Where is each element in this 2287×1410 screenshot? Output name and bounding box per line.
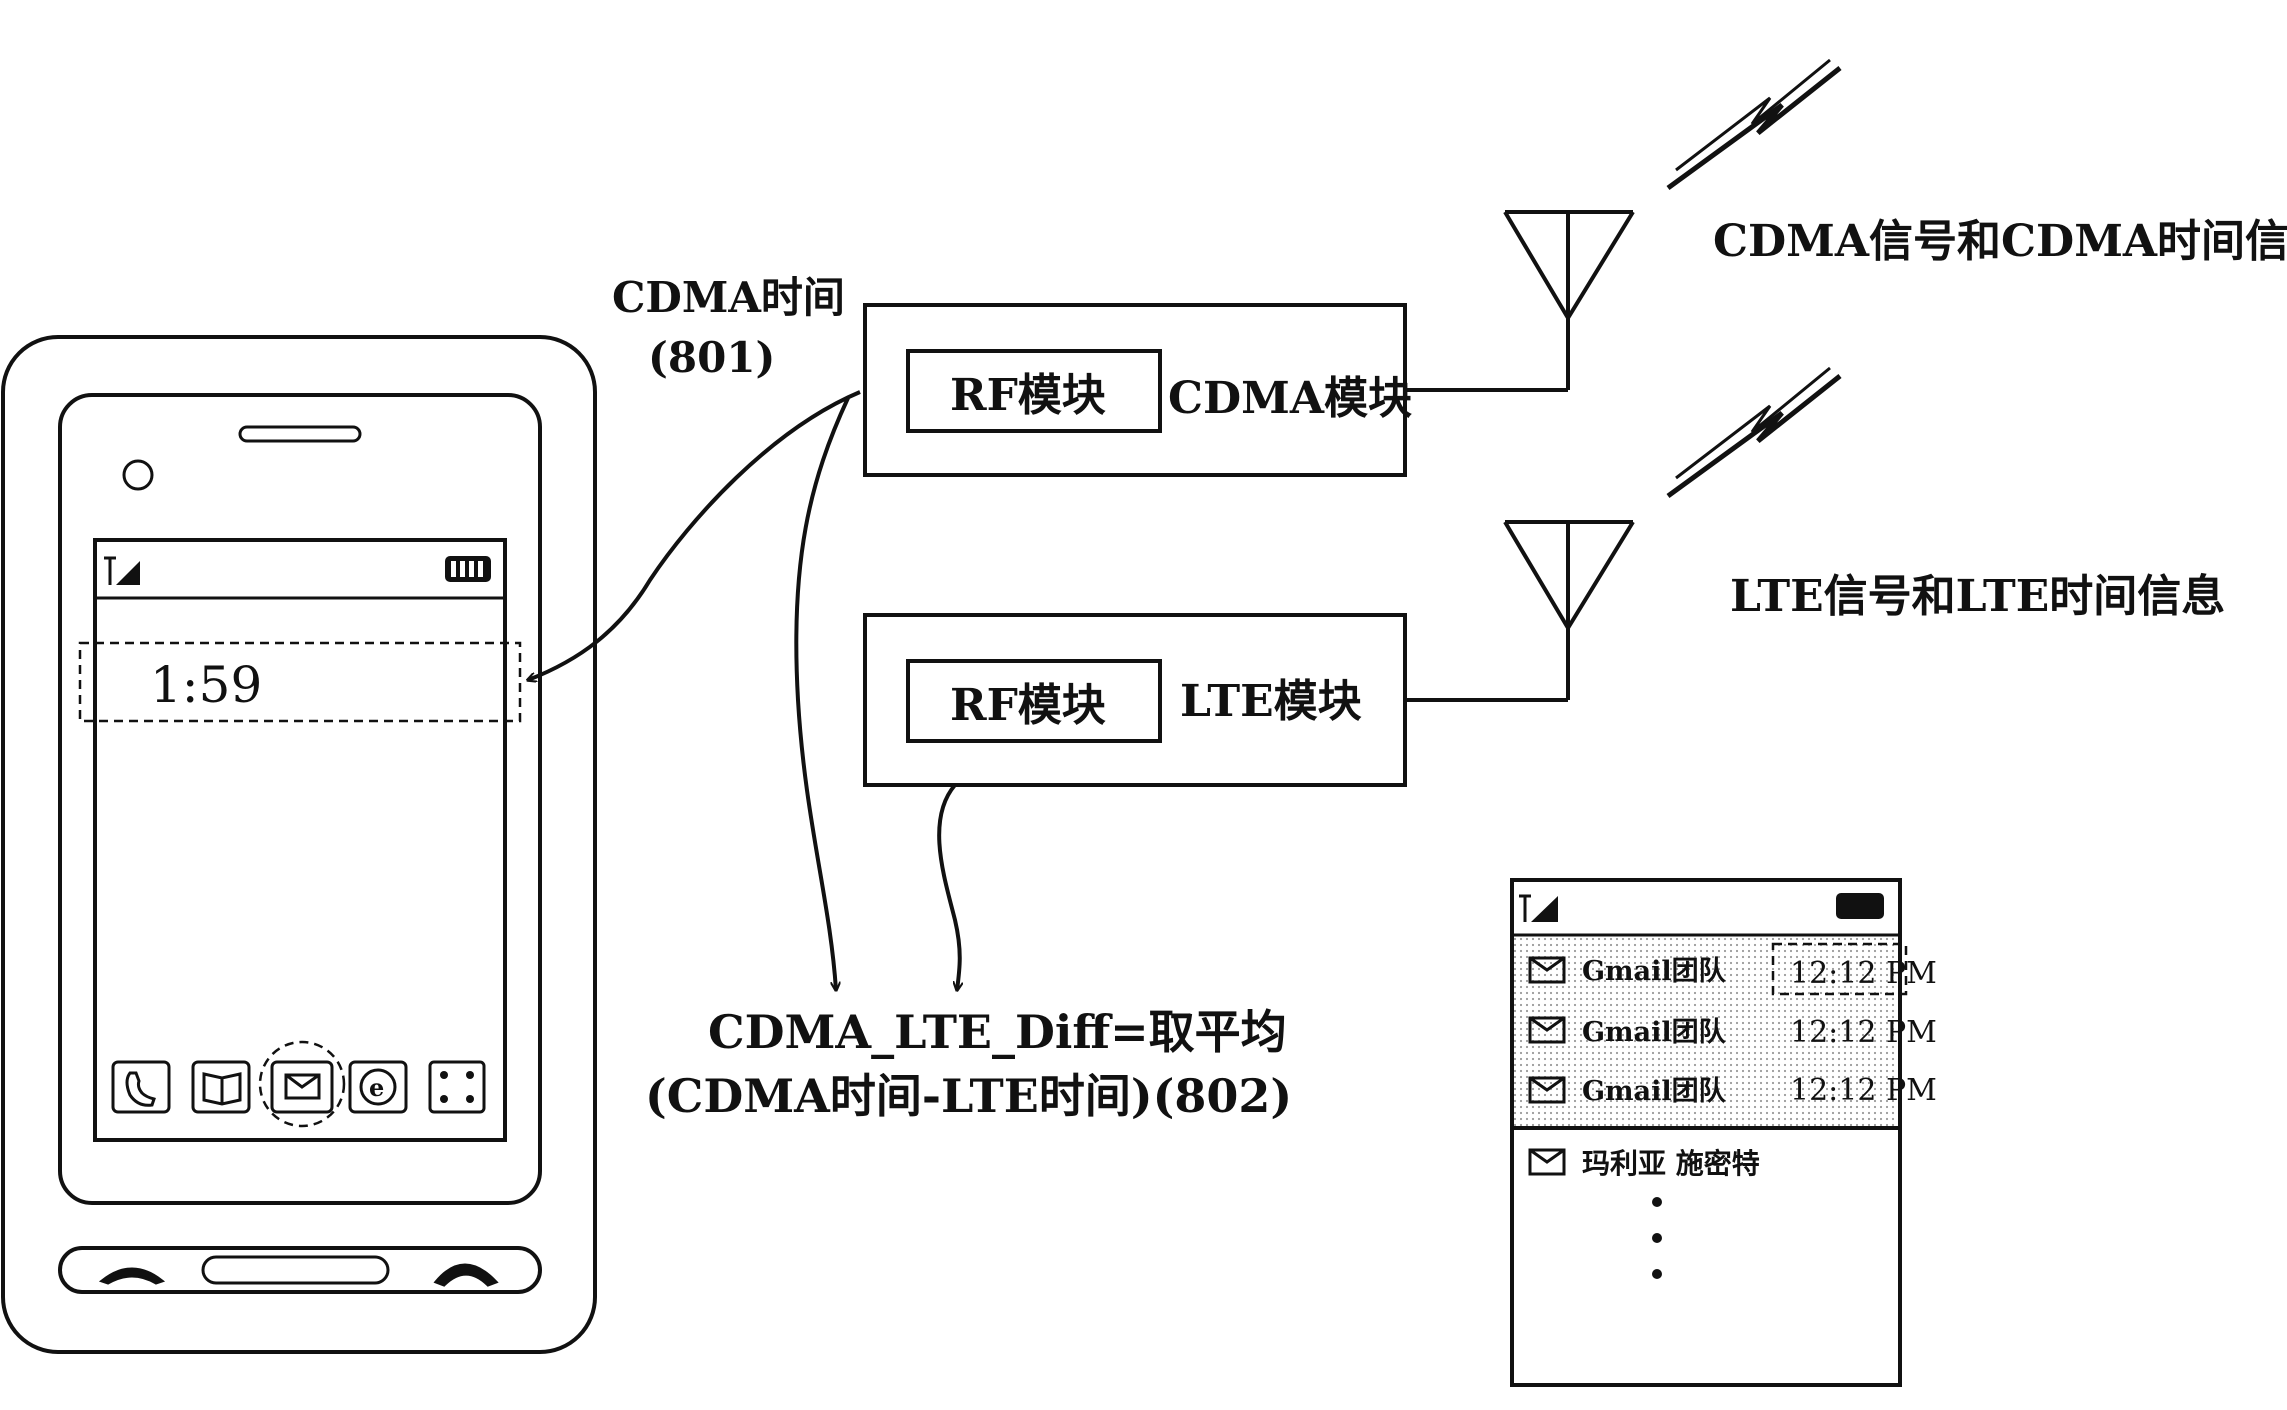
inbox-row-sender: 玛利亚 施密特 xyxy=(1582,1147,1760,1180)
inbox-row-sender: Gmail团队 xyxy=(1582,956,1727,987)
lte-rf-module-box xyxy=(906,659,1162,743)
envelope-icon xyxy=(1528,956,1566,984)
inbox-row-1[interactable]: Gmail团队 12:12 PM xyxy=(1528,942,1937,996)
inbox-screen: Gmail团队 12:12 PM Gmail团队 12:12 PM Gmail团… xyxy=(1510,878,1937,1387)
call-button-icon[interactable] xyxy=(98,1267,166,1285)
envelope-icon xyxy=(1528,1148,1566,1176)
mail-app-icon[interactable] xyxy=(270,1060,334,1114)
more-items-ellipsis xyxy=(1652,1197,1662,1279)
inbox-row-time: 12:12 PM xyxy=(1790,956,1937,991)
inbox-row-2[interactable]: Gmail团队 12:12 PM xyxy=(1528,1015,1937,1050)
cdma-rf-module-label: RF模块 xyxy=(950,370,1106,421)
signal-icon xyxy=(104,556,140,585)
home-button[interactable] xyxy=(201,1255,390,1285)
cdma-signal-bolt-icon xyxy=(1666,66,1842,191)
cdma-signal-label: CDMA信号和CDMA时间信息 xyxy=(1713,216,2287,267)
phone-control-bar xyxy=(58,1246,542,1294)
formula-line-2: (CDMA时间-LTE时间)(802) xyxy=(645,1069,1292,1123)
cdma-module-label: CDMA模块 xyxy=(1168,373,1412,424)
lte-signal-bolt-icon-outline xyxy=(1675,366,1831,480)
phone-body xyxy=(1,335,597,1354)
envelope-icon xyxy=(1528,1016,1566,1044)
lte-antenna xyxy=(1405,520,1635,702)
svg-text:e: e xyxy=(369,1073,384,1102)
lte-signal-bolt-icon xyxy=(1666,374,1842,499)
lte-module-label: LTE模块 xyxy=(1180,676,1362,727)
arrow-lte-to-formula xyxy=(937,783,960,990)
inbox-row-sender: Gmail团队 xyxy=(1582,1017,1727,1048)
inbox-battery-icon xyxy=(1836,893,1884,919)
phone-app-icon[interactable] xyxy=(111,1060,171,1114)
phone-bezel xyxy=(58,393,542,1205)
cdma-signal-bolt-icon-outline xyxy=(1675,58,1831,172)
phone-screen xyxy=(93,538,507,1142)
cdma-time-label: CDMA时间 xyxy=(612,273,845,322)
mail-app-highlight xyxy=(258,1040,346,1128)
clock-highlight-box xyxy=(78,641,522,723)
envelope-icon xyxy=(1528,1076,1566,1104)
cdma-module: RF模块 CDMA模块 xyxy=(863,303,1412,477)
lte-signal-label: LTE信号和LTE时间信息 xyxy=(1730,571,2225,622)
battery-icon xyxy=(445,556,491,582)
browser-app-icon[interactable] xyxy=(348,1060,408,1114)
smartphone: 1:59 e xyxy=(1,335,597,1354)
lte-rf-module-label: RF模块 xyxy=(950,680,1106,731)
inbox-screen-frame xyxy=(1510,878,1902,1387)
inbox-row-sender: Gmail团队 xyxy=(1582,1076,1727,1107)
time-highlight-box xyxy=(1771,942,1908,996)
arrow-to-phone-clock xyxy=(528,390,861,680)
inbox-row-time: 12:12 PM xyxy=(1790,1015,1937,1050)
earpiece xyxy=(238,425,362,443)
formula-line-1: CDMA_LTE_Diff=取平均 xyxy=(708,1005,1287,1059)
cdma-time-ref: (801) xyxy=(648,333,775,382)
front-camera xyxy=(122,459,154,491)
arrow-cdma-to-formula xyxy=(794,397,850,990)
inbox-signal-icon xyxy=(1519,894,1558,922)
apps-grid-icon[interactable] xyxy=(428,1060,486,1114)
inbox-row-3[interactable]: Gmail团队 12:12 PM xyxy=(1528,1073,1937,1108)
book-app-icon[interactable] xyxy=(191,1060,251,1114)
inbox-row-time: 12:12 PM xyxy=(1790,1073,1937,1108)
inbox-row-plain[interactable]: 玛利亚 施密特 xyxy=(1528,1147,1760,1180)
end-call-button-icon[interactable] xyxy=(433,1263,499,1287)
lte-module: RF模块 LTE模块 xyxy=(863,613,1407,787)
dock: e xyxy=(111,1040,486,1128)
unread-rows-background xyxy=(1514,937,1898,1127)
phone-clock: 1:59 xyxy=(150,656,262,714)
cdma-rf-module-box xyxy=(906,349,1162,433)
cdma-antenna xyxy=(1405,210,1635,392)
